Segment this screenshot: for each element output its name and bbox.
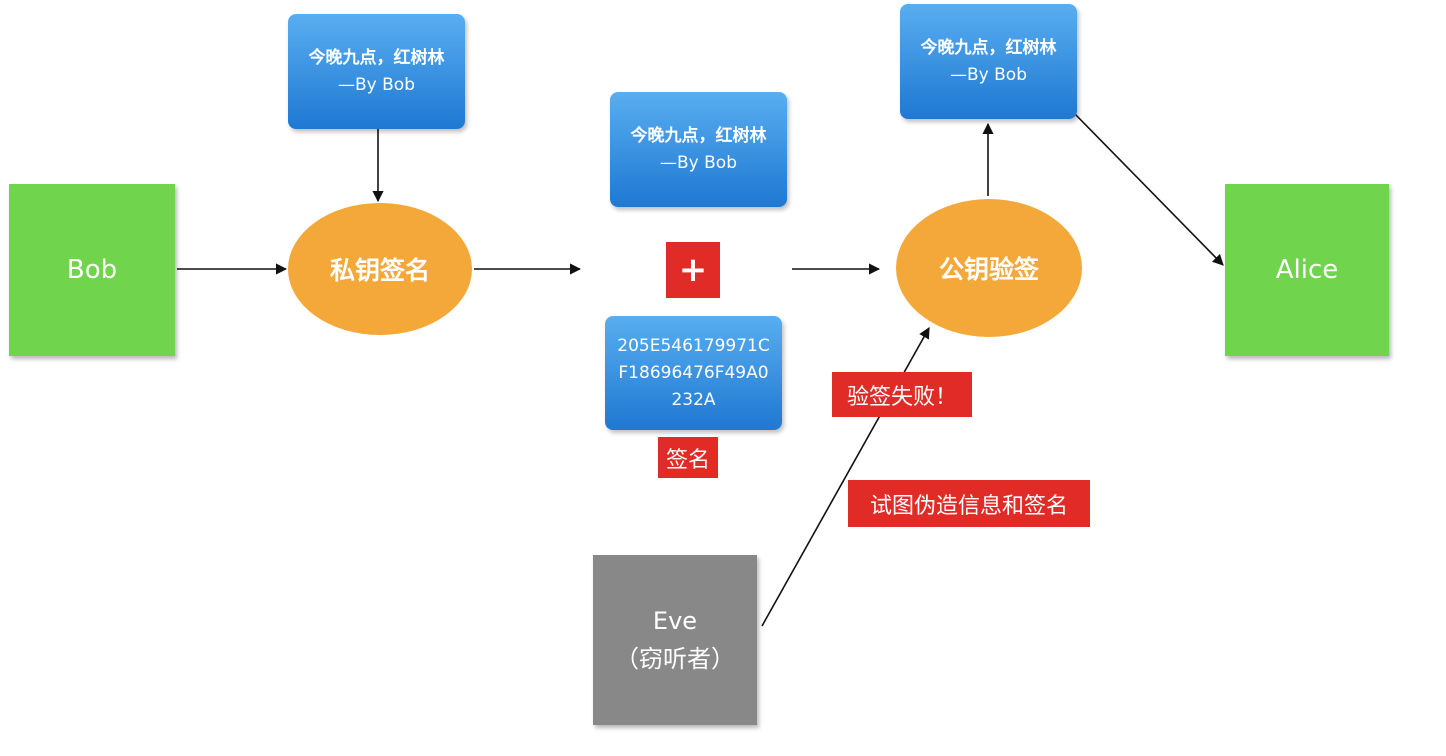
message-box-verified: 今晚九点，红树林 —By Bob bbox=[900, 4, 1077, 119]
message-text: 今晚九点，红树林 bbox=[308, 47, 445, 68]
message-box-top: 今晚九点，红树林 —By Bob bbox=[288, 14, 465, 129]
alice-node: Alice bbox=[1225, 184, 1389, 356]
plus-sign-box: + bbox=[666, 242, 720, 298]
message-box-middle: 今晚九点，红树林 —By Bob bbox=[610, 92, 787, 207]
sign-process-label: 私钥签名 bbox=[329, 256, 430, 285]
signature-hex-line-3: 232A bbox=[671, 389, 716, 410]
message-signature: —By Bob bbox=[338, 74, 415, 95]
forge-attempt-text: 试图伪造信息和签名 bbox=[869, 493, 1068, 519]
signature-label: 签名 bbox=[658, 437, 718, 478]
plus-sign-label: + bbox=[678, 250, 708, 290]
signature-hex-line-1: 205E546179971C bbox=[617, 335, 770, 356]
signature-value-box: 205E546179971C F18696476F49A0 232A bbox=[605, 316, 782, 430]
alice-label: Alice bbox=[1275, 255, 1339, 285]
verify-process-label: 公钥验签 bbox=[938, 255, 1039, 284]
message-signature: —By Bob bbox=[660, 152, 737, 173]
message-text: 今晚九点，红树林 bbox=[920, 37, 1057, 58]
bob-label: Bob bbox=[66, 255, 118, 285]
signature-label-text: 签名 bbox=[665, 447, 710, 473]
signature-hex-line-2: F18696476F49A0 bbox=[618, 362, 769, 383]
verify-process-ellipse: 公钥验签 bbox=[896, 199, 1082, 337]
eve-name: Eve bbox=[652, 607, 698, 635]
eve-node: Eve （窃听者） bbox=[593, 555, 757, 725]
forge-attempt-label: 试图伪造信息和签名 bbox=[848, 480, 1090, 527]
bob-node: Bob bbox=[9, 184, 175, 356]
eve-role: （窃听者） bbox=[615, 645, 735, 673]
message-signature: —By Bob bbox=[950, 64, 1027, 85]
sign-process-ellipse: 私钥签名 bbox=[288, 203, 472, 335]
message-text: 今晚九点，红树林 bbox=[630, 125, 767, 146]
verify-failed-label: 验签失败！ bbox=[832, 372, 972, 417]
verify-failed-text: 验签失败！ bbox=[846, 384, 957, 410]
edge-message-to-alice bbox=[1073, 112, 1224, 266]
